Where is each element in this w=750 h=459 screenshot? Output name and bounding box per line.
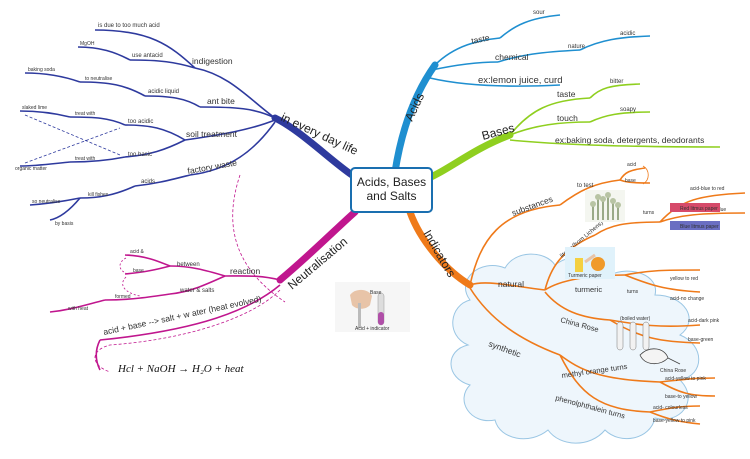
mo-base-label: base-to yellow xyxy=(665,394,697,400)
yellow-red-label: yellow to red xyxy=(670,276,698,282)
word-equation: acid + base --> salt + w ater (heat evol… xyxy=(102,294,262,337)
acids-acidic: acidic xyxy=(620,31,635,37)
acid-dark-pink-label: acid-dark pink xyxy=(688,318,720,324)
organic-matter-label: organic matter xyxy=(15,166,47,172)
water-salts-label: water & salts xyxy=(179,288,214,294)
too-basic-label: too basic xyxy=(128,152,152,158)
test-bracket xyxy=(642,165,649,185)
slaked-lime-label: slaked lime xyxy=(22,105,47,111)
chemical-equation: Hcl + NaOH → H₂O + heat xyxy=(117,363,245,375)
indicators-label[interactable]: Indicators xyxy=(420,228,458,280)
dashed-link-everyday-neutralisation xyxy=(232,174,286,303)
to-neutralise-label: to neutralise xyxy=(85,76,112,82)
acids-chemical: chemical xyxy=(495,52,529,62)
test-acid-label: acid xyxy=(627,162,636,168)
baking-soda-label: baking soda xyxy=(28,67,55,73)
bases-soapy: soapy xyxy=(620,107,636,113)
boiled-water-caption: (boiled water) xyxy=(620,316,651,322)
neutralisation-photo: Base Acid + indicator xyxy=(335,282,410,332)
treat-with-2: treat with xyxy=(75,156,96,162)
natural-label: natural xyxy=(498,279,524,289)
base-green-label: base-green xyxy=(688,337,714,343)
acid-blue-red-label: acid-blue to red xyxy=(690,186,725,192)
flower-sketch: China Rose xyxy=(639,348,686,374)
indigestion-cause: is due to too much acid xyxy=(98,23,160,29)
ant-bite-label: ant bite xyxy=(207,96,235,106)
bases-subbranches xyxy=(509,83,721,148)
cloud-background xyxy=(450,253,700,444)
acids-examples: ex:lemon juice, curd xyxy=(478,75,562,86)
bases-taste: taste xyxy=(557,89,576,99)
flower-caption: China Rose xyxy=(660,368,686,374)
photo-caption-base: Base xyxy=(370,290,382,296)
acid-and-label: acid & xyxy=(130,249,145,255)
acid-no-change-label: acid-no change xyxy=(670,296,704,302)
bases-bitter: bitter xyxy=(610,79,623,85)
everyday-branch xyxy=(271,114,356,179)
lichen-image xyxy=(585,190,625,222)
bases-examples: ex:baking soda, detergents, deodorants xyxy=(555,135,704,145)
with-heat-label: with heat xyxy=(68,306,89,312)
mgoh-label: MgOH xyxy=(80,41,95,47)
treat-with-1: treat with xyxy=(75,111,96,117)
turmeric-turns-label: turns xyxy=(627,289,639,295)
ph-base-label: base-yellow to pink xyxy=(653,418,696,424)
test-base-label: base xyxy=(625,178,636,184)
turmeric-image: Turmeric paper xyxy=(565,247,615,279)
indigestion-label: indigestion xyxy=(192,56,233,66)
to-test-label: to test xyxy=(577,183,594,189)
base-label: base xyxy=(133,268,144,274)
kill-fishes-label: kill fishes xyxy=(88,192,109,198)
center-title-line2: and Salts xyxy=(366,189,416,203)
litmus-turns-label: turns xyxy=(643,210,655,216)
too-acidic-label: too acidic xyxy=(128,119,153,125)
neutralisation-branch xyxy=(276,208,359,284)
acids-waste-label: acids xyxy=(141,179,155,185)
turmeric-label: turmeric xyxy=(575,285,602,294)
photo-caption-acid: Acid + indicator xyxy=(355,326,390,332)
center-title-line1: Acids, Bases xyxy=(357,175,426,189)
center-node[interactable] xyxy=(350,167,433,213)
acids-sour: sour xyxy=(533,10,545,16)
turmeric-caption: Turmeric paper xyxy=(568,273,602,279)
soil-treatment-label: soil treatment xyxy=(186,129,238,139)
antacid-label: use antacid xyxy=(132,53,163,59)
bases-branch xyxy=(416,131,514,186)
indicators-branch xyxy=(406,208,474,289)
litmus-papers: Red litmus paper Blue litmus paper xyxy=(670,203,720,230)
china-rose-tubes: (boiled water) xyxy=(616,316,651,351)
neutralisation-arrows xyxy=(119,257,141,297)
bases-touch: touch xyxy=(557,113,578,123)
so-neutralise-label: so neutralise xyxy=(32,199,61,205)
acidic-liquid-label: acidic liquid xyxy=(148,89,179,95)
neutralisation-subbranches xyxy=(49,254,281,371)
indicators-subbranches xyxy=(469,167,746,425)
acids-branch xyxy=(391,61,439,176)
factory-waste-label: factory waste xyxy=(187,157,238,176)
acids-taste: taste xyxy=(470,32,490,46)
between-label: between xyxy=(177,262,200,268)
acids-nature: nature xyxy=(568,44,586,50)
mo-acid-label: acid-yellow to pink xyxy=(665,376,706,382)
by-basis-label: by basis xyxy=(55,221,74,227)
everyday-subbranches xyxy=(19,29,276,221)
dashed-equation-loop xyxy=(94,289,281,373)
ph-acid-label: acid- colourless xyxy=(653,405,688,411)
acids-label[interactable]: Acids xyxy=(402,91,427,124)
formed-label: formed xyxy=(115,294,131,300)
soil-dashed-arrows xyxy=(24,114,121,164)
blue-litmus-caption: Blue litmus paper xyxy=(680,224,719,230)
reaction-label: reaction xyxy=(230,266,261,276)
red-litmus-caption: Red litmus paper xyxy=(680,206,718,212)
acids-subbranches xyxy=(429,14,651,87)
